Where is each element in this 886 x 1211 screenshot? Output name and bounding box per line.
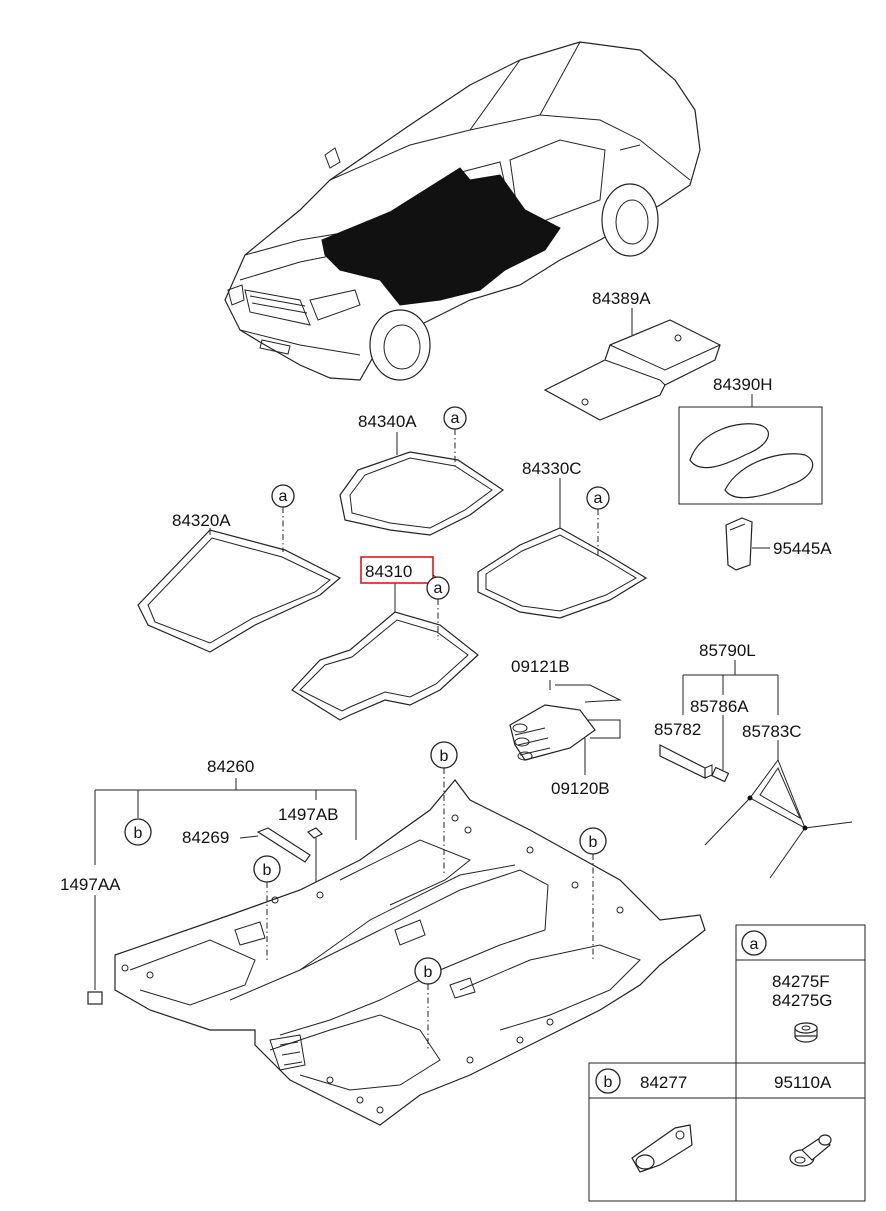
svg-text:b: b [604,1074,613,1091]
label-84310: 84310 [365,562,412,581]
label-85786A: 85786A [690,697,749,716]
highlight-box-84310 [360,556,434,584]
push-nut-icon [794,1022,818,1043]
svg-text:b: b [440,748,449,765]
svg-text:b: b [134,825,143,842]
car-illustration [224,41,701,381]
svg-text:a: a [750,936,759,953]
legend-callout-b [595,1068,621,1094]
label-85783C: 85783C [742,722,802,741]
part-84340A[interactable]: 84340A a [339,406,505,536]
label-85782: 85782 [654,720,701,739]
part-gloves[interactable]: 09121B 09120B [509,657,622,798]
legend-callout-a [741,930,767,956]
legend-b-part: 84277 [640,1073,687,1092]
part-84310[interactable]: 84310 a [291,556,479,721]
label-84389A: 84389A [592,289,651,308]
part-84330C[interactable]: 84330C a [477,459,648,619]
label-1497AB: 1497AB [278,805,339,824]
label-84320A: 84320A [172,511,231,530]
legend-a-part-2: 84275G [772,991,833,1010]
svg-text:a: a [279,488,288,505]
legend-table: a 84275F 84275G b 84277 95110A [588,924,866,1202]
part-84260[interactable]: 84260 b 1497AB 84269 1497AA [60,741,706,1126]
part-85790L-group[interactable]: 85790L 85786A 85782 85783C [654,641,853,879]
clip-icon [789,1134,832,1167]
part-84389A[interactable]: 84389A [543,289,721,421]
label-84330C: 84330C [522,459,582,478]
label-84269: 84269 [182,828,229,847]
svg-text:a: a [451,410,460,427]
svg-text:a: a [434,580,443,597]
label-84260: 84260 [207,757,254,776]
label-09121B: 09121B [511,657,570,676]
carpet-silhouette [321,167,561,306]
callout-b [124,818,152,846]
svg-text:b: b [263,862,272,879]
label-95445A: 95445A [773,539,832,558]
bracket-icon [631,1124,693,1173]
part-84390H[interactable]: 84390H [678,375,823,505]
label-84390H: 84390H [713,375,773,394]
label-84340A: 84340A [358,412,417,431]
legend-c-part: 95110A [774,1073,832,1092]
label-1497AA: 1497AA [60,875,121,894]
svg-text:a: a [594,490,603,507]
label-85790L: 85790L [699,641,756,660]
svg-text:b: b [424,964,433,981]
svg-text:b: b [589,834,598,851]
legend-a-part-1: 84275F [772,972,830,991]
label-09120B: 09120B [551,779,610,798]
part-84320A[interactable]: 84320A a [137,484,342,653]
part-95445A[interactable]: 95445A [725,517,832,571]
